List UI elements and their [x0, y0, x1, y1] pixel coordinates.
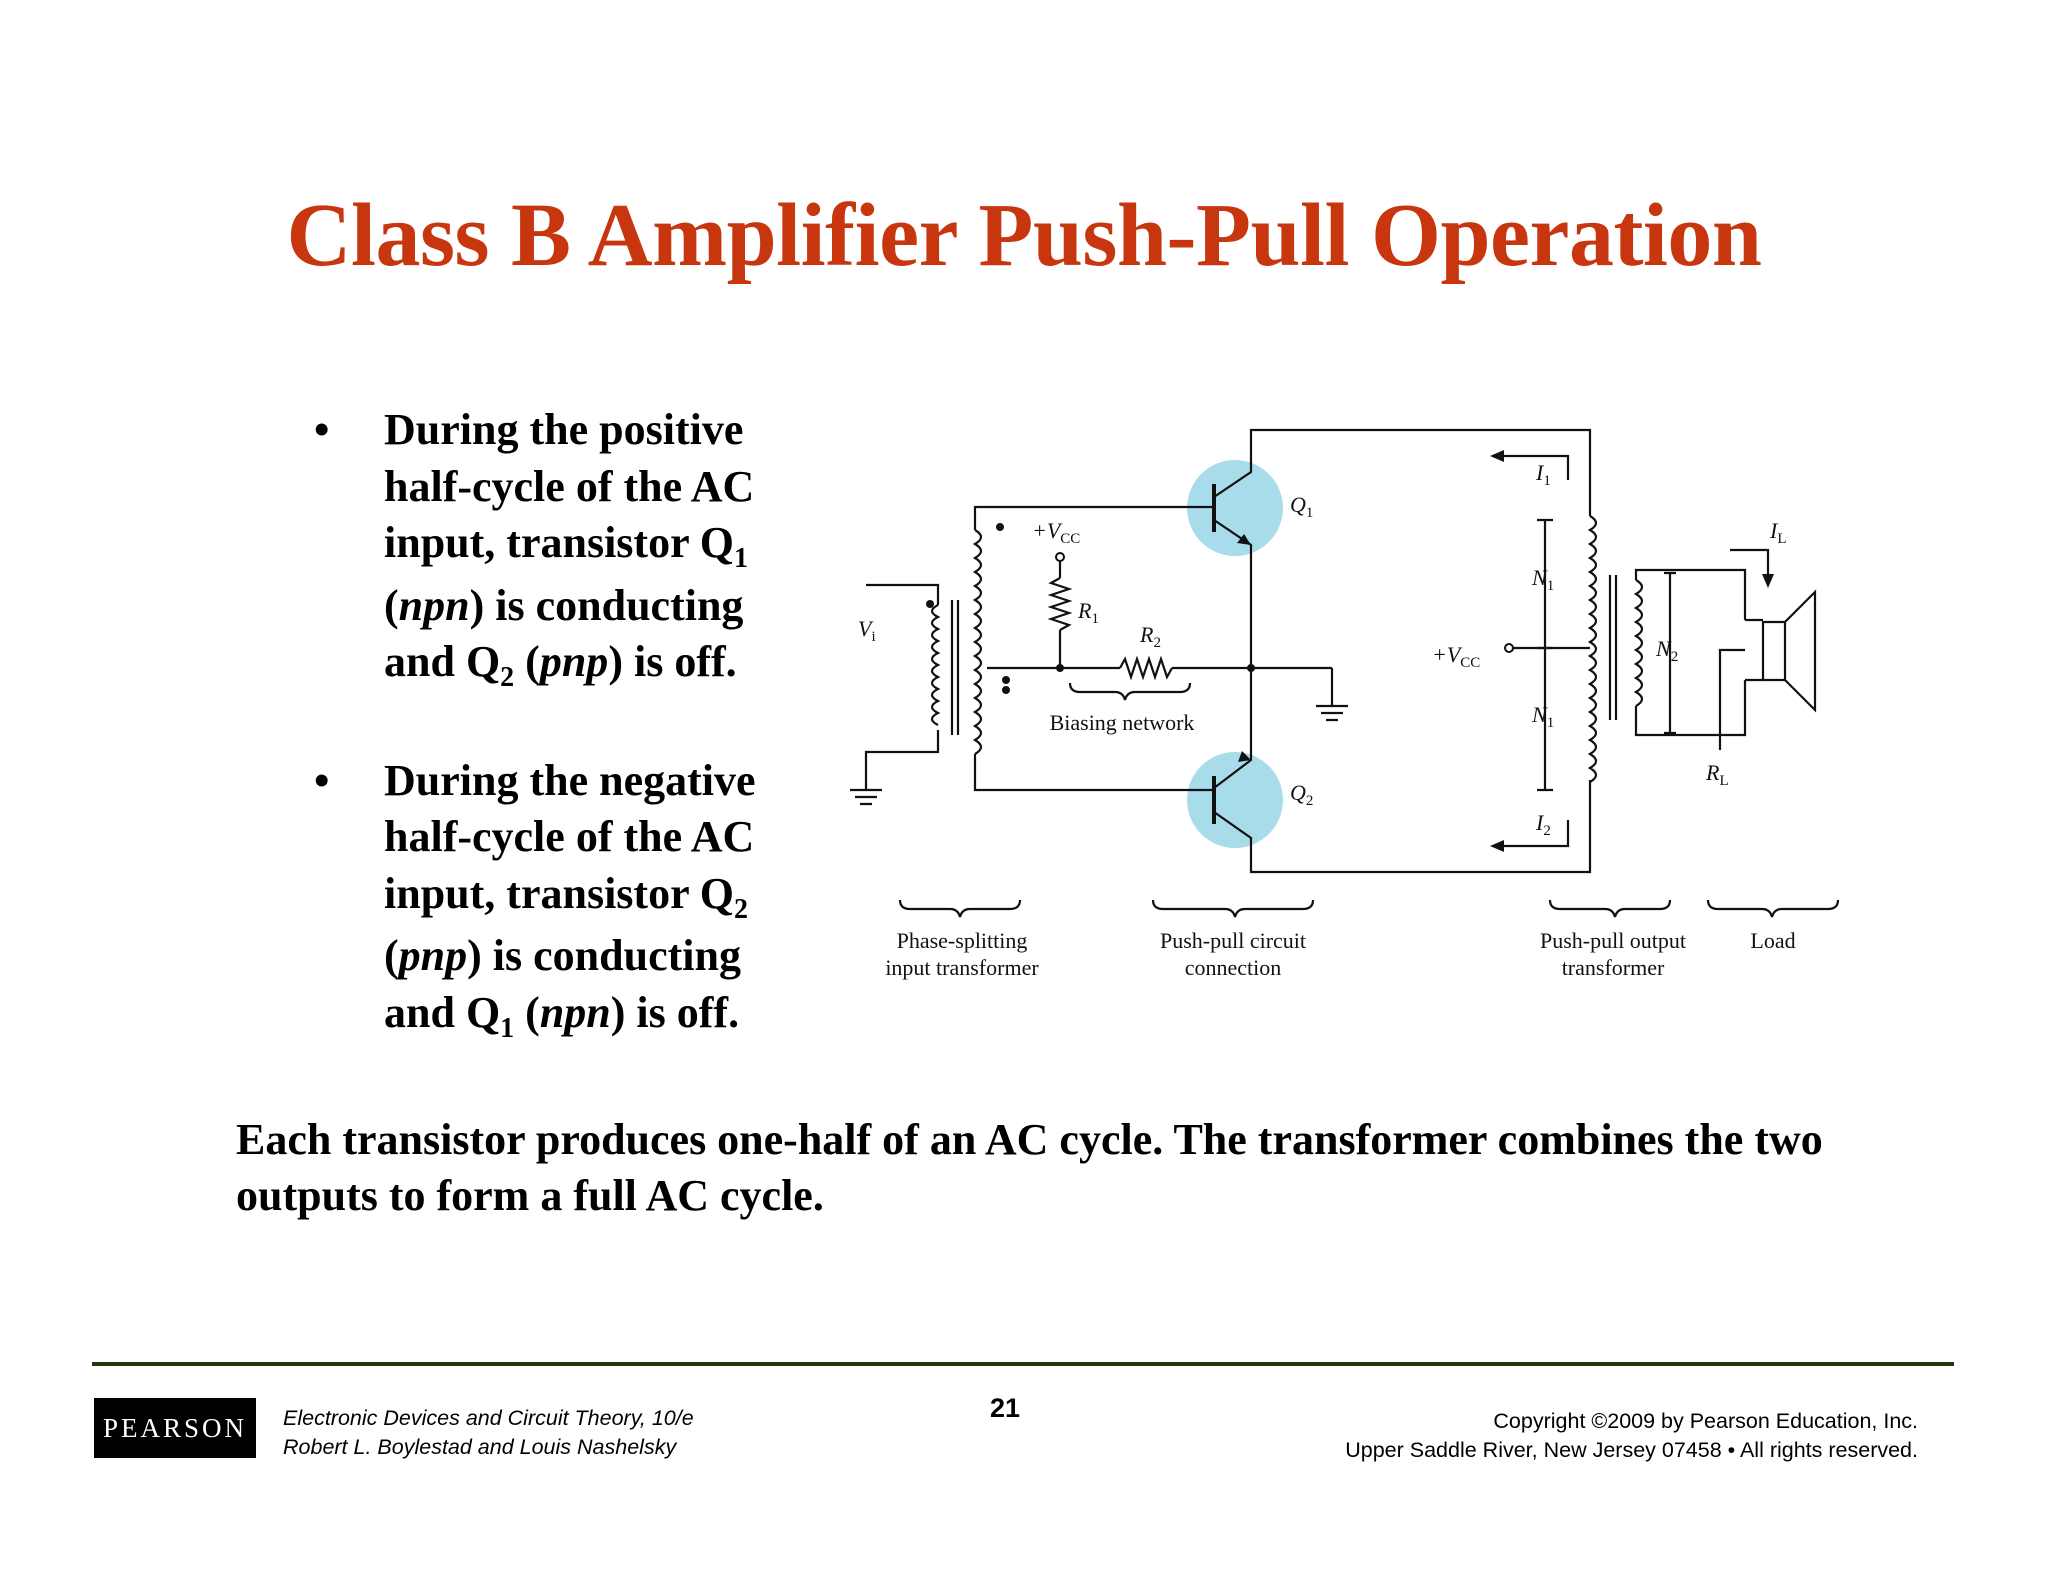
- bullet-line: input, transistor Q2: [384, 868, 749, 925]
- vcc-top-label: +VCC: [1032, 518, 1080, 547]
- i1-label: I1: [1535, 460, 1551, 489]
- page-number: 21: [989, 1393, 1021, 1423]
- bullet-line: During the positive: [384, 405, 744, 454]
- q2-highlight: [1187, 752, 1283, 848]
- caption-push-pull-output: transformer: [1562, 955, 1665, 980]
- rl-label: RL: [1705, 760, 1729, 789]
- caption-phase-splitting: input transformer: [885, 955, 1039, 980]
- copyright-line: Copyright ©2009 by Pearson Education, In…: [1493, 1409, 1918, 1433]
- ground-symbol-output: [1316, 704, 1348, 722]
- caption-push-pull-connection: Push-pull circuit: [1160, 928, 1306, 953]
- il-arrowhead: [1762, 574, 1774, 588]
- caption-push-pull-connection: connection: [1185, 955, 1282, 980]
- input-secondary-coil: [972, 529, 983, 755]
- n2-dimension: [1664, 571, 1676, 735]
- biasing-network-label: Biasing network: [1050, 710, 1195, 735]
- i2-current-path: [1500, 820, 1570, 848]
- vi-label: Vi: [858, 616, 876, 645]
- resistor-r1: [1047, 577, 1073, 631]
- caption-phase-splitting: Phase-splitting: [897, 928, 1028, 953]
- q1-label: Q1: [1290, 492, 1313, 521]
- bullet-list: • During the positive half-cycle of the …: [308, 402, 808, 1103]
- polarity-dot: [926, 600, 934, 608]
- bullet-line: and Q1 (npn) is off.: [384, 987, 740, 1044]
- input-wire-top: [866, 583, 940, 605]
- rl-arrow-line: [1718, 648, 1745, 750]
- n2-label: N2: [1655, 636, 1678, 665]
- il-current-path: [1730, 548, 1770, 575]
- publisher-logo: PEARSON: [94, 1398, 256, 1458]
- bullet-line: During the negative: [384, 755, 756, 805]
- book-authors: Robert L. Boylestad and Louis Nashelsky: [283, 1435, 677, 1459]
- address-line: Upper Saddle River, New Jersey 07458 • A…: [1345, 1438, 1918, 1462]
- biasing-network-brace: [1068, 682, 1192, 701]
- bullet-line: (pnp) is conducting: [384, 931, 741, 980]
- input-primary-coil: [930, 604, 941, 726]
- vcc-terminal: [1055, 552, 1065, 562]
- r2-label: R2: [1139, 622, 1161, 651]
- vcc-right-label: +VCC: [1432, 642, 1480, 671]
- i2-arrowhead: [1490, 840, 1504, 852]
- input-wire-bottom: [864, 730, 940, 790]
- brace-output-transformer: [1548, 899, 1672, 918]
- i2-label: I2: [1535, 810, 1551, 839]
- q2-collector: [1213, 780, 1592, 874]
- polarity-dot: [1002, 676, 1010, 684]
- brace-load: [1706, 899, 1840, 918]
- n1-bottom-label: N1: [1531, 702, 1554, 731]
- footer-divider: [92, 1362, 1954, 1366]
- speaker-cone: [1784, 589, 1817, 713]
- summary-text: Each transistor produces one-half of an …: [236, 1115, 1823, 1220]
- ground-symbol-input: [850, 788, 882, 806]
- junction-dot: [1056, 664, 1064, 672]
- i1-current-path: [1500, 454, 1570, 480]
- polarity-dot: [1002, 686, 1010, 694]
- vcc-terminal-right: [1504, 643, 1514, 653]
- caption-load: Load: [1750, 928, 1795, 953]
- bullet-line: (npn) is conducting: [384, 580, 744, 630]
- caption-push-pull-output: Push-pull output: [1540, 928, 1686, 953]
- n1-top-label: N1: [1531, 565, 1554, 594]
- r1-label: R1: [1077, 598, 1099, 627]
- i1-arrowhead: [1490, 450, 1504, 462]
- footer-book-info: Electronic Devices and Circuit Theory, 1…: [283, 1404, 694, 1462]
- wire-secondary-to-load: [1634, 568, 1747, 737]
- resistor-r2: [1119, 655, 1173, 681]
- bullet-line: half-cycle of the AC: [384, 812, 755, 861]
- bullet-line: input, transistor Q1: [384, 518, 749, 574]
- bullet-marker: •: [314, 755, 330, 805]
- polarity-dot: [996, 523, 1004, 531]
- output-secondary-coil: [1633, 579, 1644, 707]
- brace-phase-splitting: [898, 899, 1022, 918]
- bullet-item-positive-half-cycle: • During the positive half-cycle of the …: [308, 402, 808, 697]
- brace-push-pull-connection: [1151, 899, 1315, 918]
- input-transformer-core: [950, 600, 960, 735]
- bullet-item-negative-half-cycle: • During the negative half-cycle of the …: [308, 753, 808, 1048]
- bullet-marker: •: [314, 405, 330, 454]
- book-title: Electronic Devices and Circuit Theory, 1…: [283, 1406, 694, 1430]
- q1-emitter-arrow: [1237, 534, 1251, 545]
- il-label: IL: [1769, 518, 1787, 547]
- output-transformer-core: [1608, 575, 1618, 720]
- bullet-line: and Q2 (pnp) is off.: [384, 637, 737, 693]
- q1-collector: [1213, 428, 1592, 516]
- wire-r1-bias-node: [1058, 630, 1120, 670]
- bullet-line: half-cycle of the AC: [384, 461, 755, 511]
- wire-load: [1745, 618, 1763, 682]
- wire-secondary-to-q1-base: [973, 505, 1212, 530]
- footer-copyright: Copyright ©2009 by Pearson Education, In…: [1345, 1407, 1918, 1465]
- q1-highlight: [1187, 460, 1283, 556]
- output-primary-coil: [1587, 515, 1598, 783]
- n1-dimension: [1537, 518, 1553, 792]
- wire-secondary-to-q2-base: [973, 754, 1212, 792]
- slide-title: Class B Amplifier Push-Pull Operation: [286, 186, 1762, 285]
- speaker-body: [1761, 620, 1787, 682]
- q2-label: Q2: [1290, 780, 1313, 809]
- q2-emitter-arrow: [1238, 751, 1251, 762]
